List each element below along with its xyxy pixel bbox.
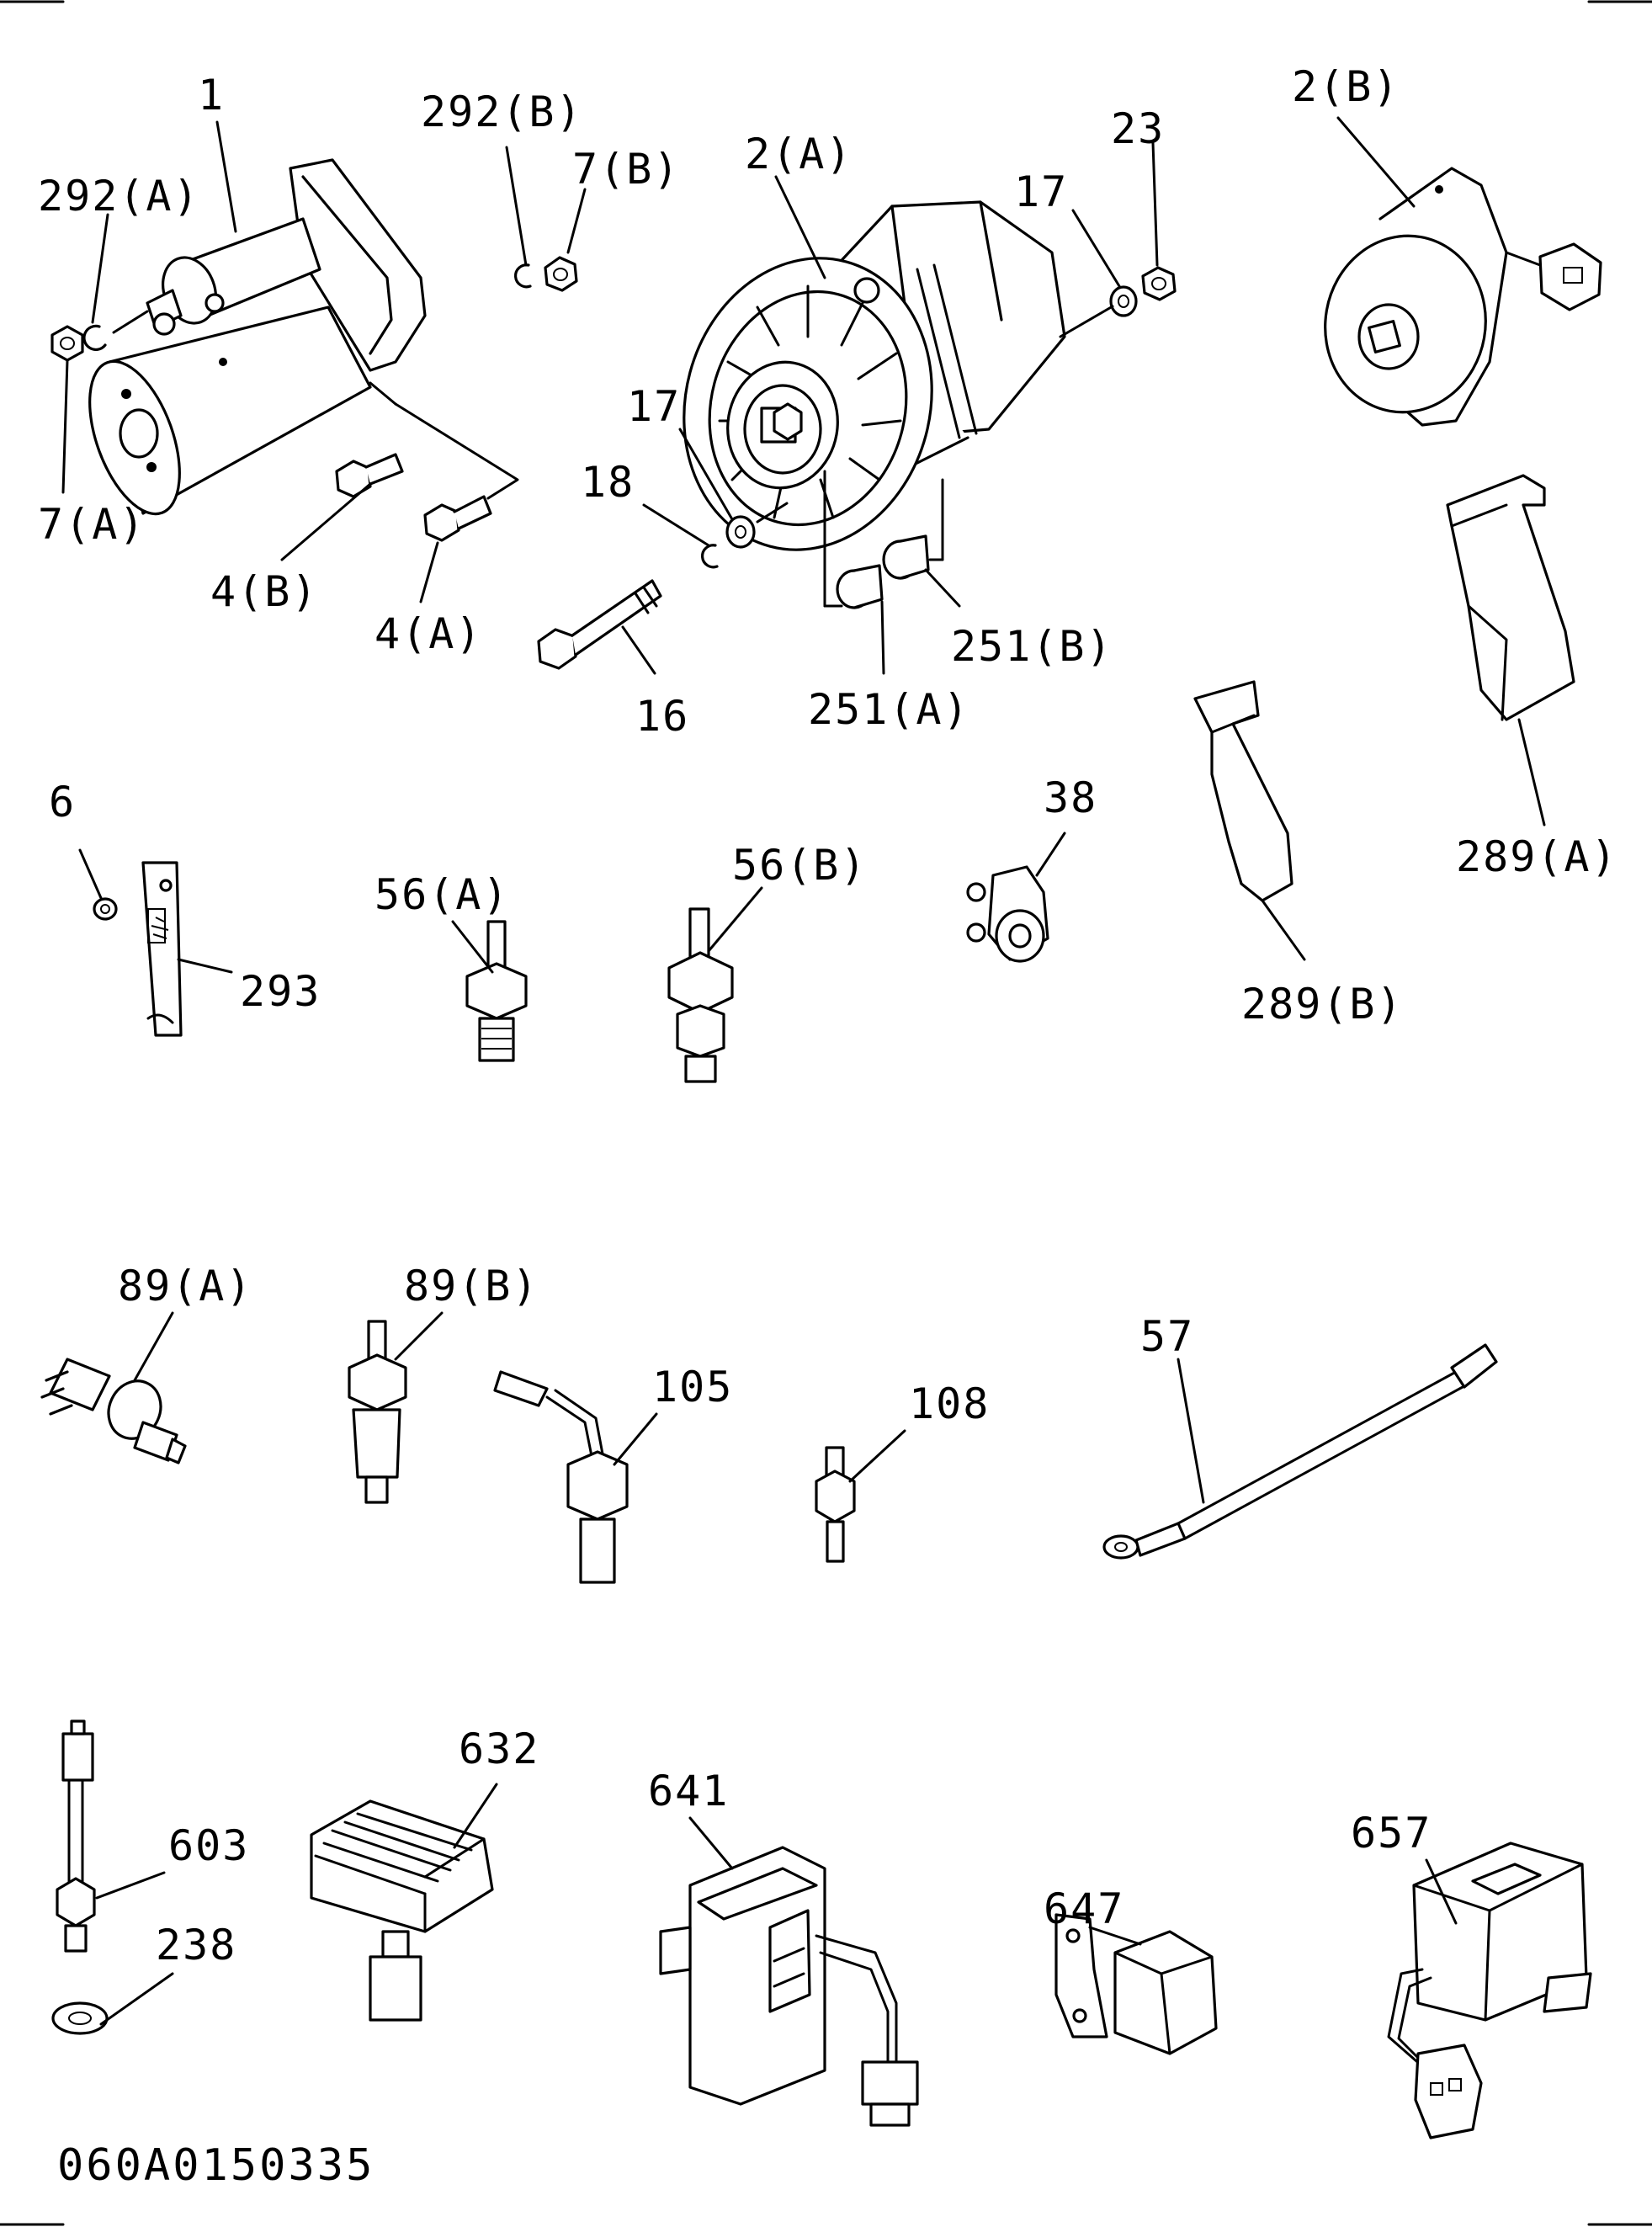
callout-6: 6 [49,778,76,826]
regulator-632-part [310,1799,494,2022]
callout-2a: 2(A) [745,130,853,178]
sender-108-part [815,1446,856,1563]
sensor-603-part [56,1719,96,1953]
bushing-251b-part [882,534,930,580]
switch-56a-part [465,920,528,1062]
bracket-289b-part [1193,680,1293,902]
washer-6-part [93,897,118,921]
callout-56b: 56(B) [732,841,868,890]
callout-89a: 89(A) [118,1262,253,1310]
callout-17-upper: 17 [1014,167,1068,216]
callout-2b: 2(B) [1292,62,1400,111]
callout-603: 603 [168,1821,249,1870]
callout-16: 16 [635,692,689,741]
callout-251a: 251(A) [808,685,970,734]
unit-641-part [659,1846,919,2127]
washer-238-part [51,2001,109,2035]
nut-7a-part [50,325,84,362]
clip-292a-part [82,324,107,351]
callout-105: 105 [652,1363,733,1411]
callout-293: 293 [240,967,321,1016]
sensor-89b-part [348,1320,407,1504]
nut-23-part [1141,266,1177,301]
callout-657: 657 [1351,1809,1432,1858]
callout-57: 57 [1140,1312,1194,1361]
relay-657-part [1387,1842,1592,2139]
callout-23: 23 [1111,104,1165,153]
bolt-4b-part [335,453,404,498]
bolt-4a-part [423,495,492,542]
callout-251b: 251(B) [951,622,1113,671]
washer-17-lower-part [725,515,756,549]
nut-7b-part [544,256,578,292]
leader-lines [61,116,1546,2026]
cable-57-part [1102,1343,1498,1560]
callout-4a: 4(A) [374,609,482,658]
callout-7b: 7(B) [572,145,680,194]
callout-632: 632 [459,1725,539,1773]
plate-293-part [141,861,183,1037]
bolt-16-part [537,579,662,670]
sender-38-part [966,865,1049,963]
callout-labels: 1 292(A) 292(B) 7(B) 2(A) 17 23 2(B) 7(A… [38,62,1618,1969]
callout-18: 18 [581,458,635,507]
clip-292b-part [514,263,532,289]
callout-38: 38 [1044,773,1097,822]
callout-17-lower: 17 [627,382,681,431]
callout-89b: 89(B) [404,1262,539,1310]
callout-1: 1 [198,71,225,120]
bushing-251a-part [836,564,884,609]
callout-4b: 4(B) [210,567,318,616]
callout-108: 108 [909,1379,990,1428]
bracket-289a-part [1446,474,1575,721]
callout-289a: 289(A) [1456,832,1618,881]
diagram-id: 060A0150335 [57,2140,374,2191]
alternator-2b-part [1324,167,1602,427]
switch-56b-part [667,907,734,1083]
sensor-105-part [493,1370,629,1584]
callout-647: 647 [1044,1884,1124,1933]
callout-238: 238 [156,1921,236,1969]
callout-7a: 7(A) [38,500,146,549]
clip-18-part [701,544,719,569]
callout-641: 641 [648,1767,729,1815]
alternator-2a-part [683,200,1066,608]
callout-289b: 289(B) [1241,980,1404,1028]
callout-292b: 292(B) [421,88,583,136]
starter-motor-part [88,158,427,516]
relay-647-part [1054,1913,1218,2055]
washer-17-upper-part [1109,285,1138,317]
callout-292a: 292(A) [38,172,200,221]
switch-89a-part [40,1358,187,1464]
callout-56a: 56(A) [374,870,510,919]
